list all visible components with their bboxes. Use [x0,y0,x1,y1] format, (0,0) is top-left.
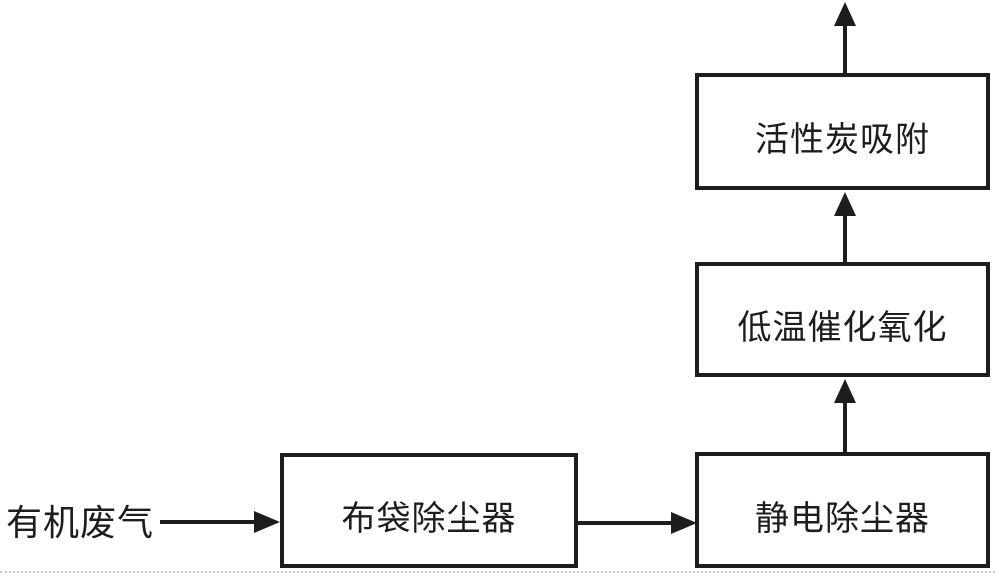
node-activated-carbon-adsorption: 活性炭吸附 [695,73,990,190]
node-bag-filter: 布袋除尘器 [280,453,578,568]
arrow-shaft [843,21,847,73]
source-label-organic-waste-gas: 有机废气 [6,503,155,543]
arrow-shaft [578,521,675,525]
arrow-shaft [160,520,258,524]
arrow-shaft [843,398,847,452]
node-low-temp-catalytic-oxidation: 低温催化氧化 [695,262,990,377]
node-bag-filter-label: 布袋除尘器 [341,501,517,538]
node-electrostatic-precipitator: 静电除尘器 [695,452,990,568]
arrow-right-icon [671,512,697,534]
arrow-right-icon [254,511,280,533]
node-low-temp-catalytic-oxidation-label: 低温催化氧化 [737,310,948,347]
arrow-up-icon [834,192,856,216]
arrow-shaft [843,211,847,262]
node-electrostatic-precipitator-label: 静电除尘器 [755,500,930,538]
arrow-up-icon [834,2,856,26]
arrow-up-icon [834,379,856,403]
scan-artifact-line [0,571,995,573]
node-activated-carbon-adsorption-label: 活性炭吸附 [755,122,930,159]
